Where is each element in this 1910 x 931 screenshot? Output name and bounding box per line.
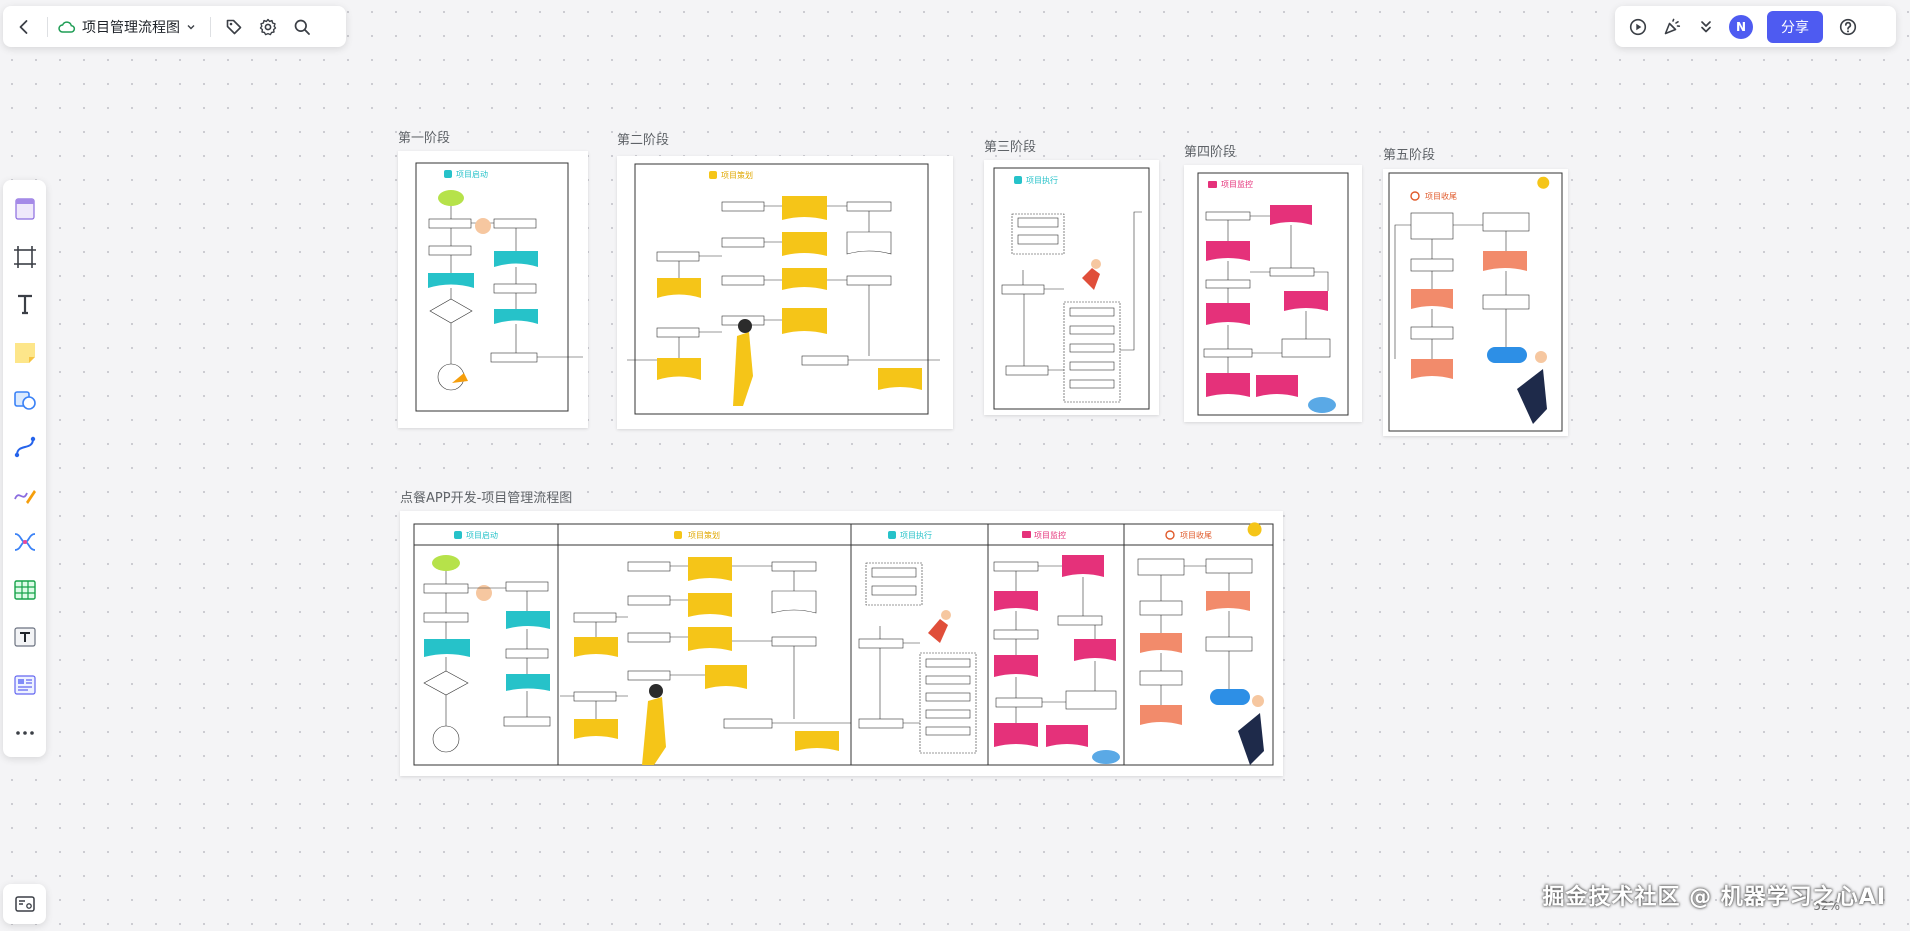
help-icon[interactable] xyxy=(1831,10,1865,44)
divider xyxy=(210,16,211,37)
connector-icon[interactable] xyxy=(7,430,43,465)
avatar[interactable]: N xyxy=(1729,14,1753,39)
double-chevron-down-icon[interactable] xyxy=(1689,10,1723,44)
combined-column-4: 项目监控 xyxy=(1034,530,1066,540)
tag-icon[interactable] xyxy=(217,10,251,44)
combined-label: 点餐APP开发-项目管理流程图 xyxy=(400,491,573,506)
shape-icon[interactable] xyxy=(7,382,43,417)
stage-3-label: 第三阶段 xyxy=(984,140,1037,155)
stage-5-label: 第五阶段 xyxy=(1383,148,1436,163)
text-icon[interactable] xyxy=(7,287,43,322)
minimap-toggle-icon[interactable] xyxy=(3,884,46,924)
zoom-level[interactable]: 52% xyxy=(1813,899,1840,913)
text-card-icon[interactable] xyxy=(7,620,43,655)
stage-1-label: 第一阶段 xyxy=(398,131,451,146)
combined-column-3: 项目执行 xyxy=(900,530,932,540)
table-icon[interactable] xyxy=(7,573,43,608)
card-icon[interactable] xyxy=(7,668,43,703)
stage-1-flowchart[interactable]: 项目启动 xyxy=(398,151,588,428)
settings-gear-icon[interactable] xyxy=(251,10,285,44)
play-icon[interactable] xyxy=(1621,10,1655,44)
top-right-toolbar: N 分享 xyxy=(1615,6,1896,47)
more-icon[interactable] xyxy=(7,715,43,750)
top-left-toolbar: 项目管理流程图 xyxy=(3,6,346,47)
stage-5-title: 项目收尾 xyxy=(1425,191,1457,201)
stage-2-label: 第二阶段 xyxy=(617,133,670,148)
doc-title: 项目管理流程图 xyxy=(82,19,180,36)
pen-icon[interactable] xyxy=(7,477,43,512)
combined-column-1: 项目启动 xyxy=(466,530,498,540)
combined-flowchart[interactable]: 项目启动 项目策划 项目执行 项目监控 项目收尾 xyxy=(400,511,1283,776)
sticky-template-icon[interactable] xyxy=(7,192,43,227)
note-icon[interactable] xyxy=(7,335,43,370)
stage-2-flowchart[interactable]: 项目策划 xyxy=(617,156,953,429)
celebrate-icon[interactable] xyxy=(1655,10,1689,44)
doc-title-dropdown[interactable]: 项目管理流程图 xyxy=(54,17,204,37)
mindmap-icon[interactable] xyxy=(7,525,43,560)
stage-4-title: 项目监控 xyxy=(1221,179,1253,189)
divider xyxy=(47,16,48,37)
frame-icon[interactable] xyxy=(7,240,43,275)
combined-column-2: 项目策划 xyxy=(688,530,720,540)
watermark-text: 掘金技术社区 @ 机器学习之心AI xyxy=(1542,885,1886,910)
stage-4-label: 第四阶段 xyxy=(1184,145,1237,160)
left-toolbar xyxy=(3,180,46,757)
stage-1-title: 项目启动 xyxy=(456,169,488,179)
stage-3-title: 项目执行 xyxy=(1026,175,1058,185)
stage-4-flowchart[interactable]: 项目监控 xyxy=(1184,165,1362,422)
combined-column-5: 项目收尾 xyxy=(1180,530,1212,540)
chevron-down-icon xyxy=(187,24,195,29)
back-icon[interactable] xyxy=(7,10,41,44)
cloud-icon xyxy=(58,20,76,33)
stage-5-flowchart[interactable]: 项目收尾 xyxy=(1383,169,1568,436)
search-icon[interactable] xyxy=(285,10,319,44)
stage-3-flowchart[interactable]: 项目执行 xyxy=(984,160,1159,415)
stage-2-title: 项目策划 xyxy=(721,170,753,180)
share-button[interactable]: 分享 xyxy=(1767,10,1823,43)
